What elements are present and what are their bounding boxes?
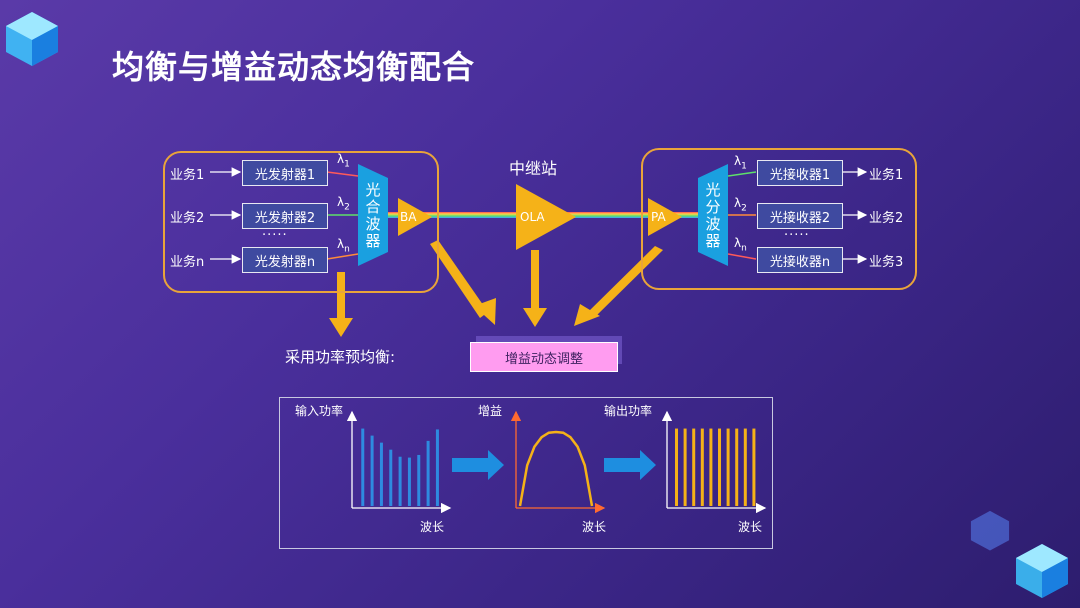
output-chart-xlabel: 波长: [738, 520, 763, 534]
input-chart-ylabel: 输入功率: [295, 404, 344, 418]
tx-service-1: 业务1: [170, 168, 205, 183]
receiver-1: 光接收器1: [757, 160, 843, 186]
transmitter-2: 光发射器2: [242, 203, 328, 229]
demultiplexer-label: 光分波器: [705, 181, 721, 250]
rx-lambda-2: λ2: [734, 196, 747, 214]
tx-lambda-n: λn: [337, 237, 350, 255]
rx-service-3: 业务3: [869, 255, 904, 270]
output-bar-5: [718, 428, 722, 506]
gain-dynamic-adjust-box: 增益动态调整: [470, 342, 618, 372]
rx-ellipsis: ·····: [784, 228, 810, 243]
multiplexer-label: 光合波器: [365, 181, 381, 250]
tx-service-n: 业务n: [170, 255, 205, 270]
rx-lambda-n: λn: [734, 236, 747, 254]
output-bar-1: [683, 428, 687, 506]
receiver-n: 光接收器n: [757, 247, 843, 273]
output-chart-ylabel: 输出功率: [604, 404, 653, 418]
ola-amplifier-label: OLA: [520, 210, 545, 224]
rx-service-2: 业务2: [869, 211, 904, 226]
transmitter-group-box: [163, 151, 439, 293]
output-bar-3: [700, 428, 704, 506]
cube-decoration-icon: [6, 12, 58, 66]
output-bar-0: [675, 428, 679, 506]
transmitter-n: 光发射器n: [242, 247, 328, 273]
rx-lambda-1: λ1: [734, 154, 747, 172]
cube-decoration-icon: [1016, 544, 1068, 598]
input-bar-5: [407, 457, 411, 506]
input-bar-7: [426, 440, 430, 506]
output-bar-9: [752, 428, 756, 506]
tx-ellipsis: ·····: [262, 228, 288, 243]
input-bar-8: [435, 429, 439, 506]
input-bar-0: [361, 428, 365, 506]
pa-amplifier-label: PA: [651, 210, 666, 224]
rx-service-1: 业务1: [869, 168, 904, 183]
transmitter-1: 光发射器1: [242, 160, 328, 186]
output-bar-4: [709, 428, 713, 506]
receiver-2: 光接收器2: [757, 203, 843, 229]
output-bar-2: [692, 428, 696, 506]
transition-arrow-2: [604, 450, 656, 480]
input-bar-1: [370, 435, 374, 506]
input-chart-xlabel: 波长: [420, 520, 445, 534]
pre-equalization-label: 采用功率预均衡:: [285, 348, 396, 366]
tx-lambda-2: λ2: [337, 195, 350, 213]
gain-chart-ylabel: 增益: [478, 404, 503, 418]
cube-decoration-icon: [970, 510, 1010, 551]
page-title: 均衡与增益动态均衡配合: [112, 48, 476, 86]
relay-station-label: 中继站: [509, 159, 558, 178]
input-bar-2: [379, 442, 383, 506]
gain-chart-xlabel: 波长: [582, 520, 607, 534]
output-bar-6: [726, 428, 730, 506]
gain-curve-line: [518, 430, 594, 507]
input-bar-4: [398, 456, 402, 506]
tx-lambda-1: λ1: [337, 152, 350, 170]
transition-arrow-1: [452, 450, 504, 480]
equalization-charts-frame: [279, 397, 773, 549]
receiver-group-box: [641, 148, 917, 290]
tx-service-2: 业务2: [170, 211, 205, 226]
input-bar-6: [417, 454, 421, 506]
output-bar-8: [743, 428, 747, 506]
output-bar-7: [735, 428, 739, 506]
ba-amplifier-label: BA: [400, 210, 417, 224]
input-bar-3: [389, 449, 393, 506]
